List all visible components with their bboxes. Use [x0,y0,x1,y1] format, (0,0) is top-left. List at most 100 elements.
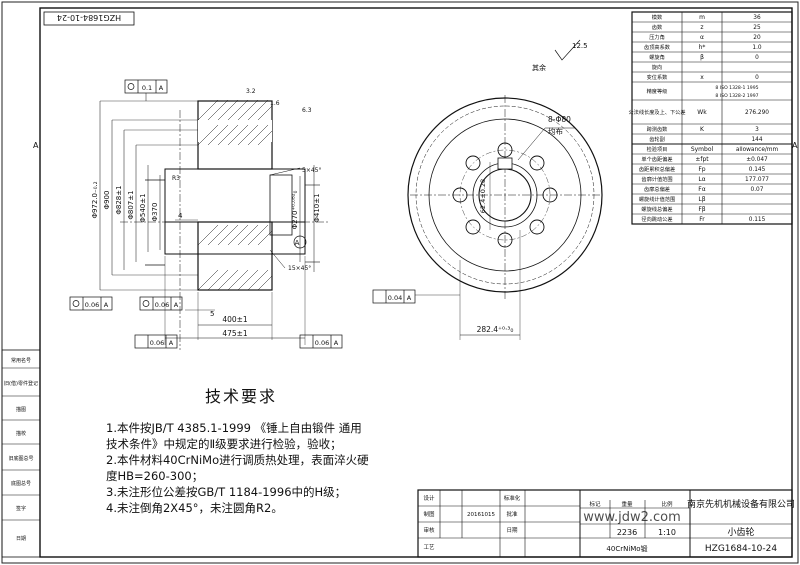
spec-label: 齿顶高系数 [644,43,671,51]
tech-line-2: 技术条件》中规定的Ⅱ级要求进行检验，验收； [106,437,342,451]
title-block [417,489,793,558]
code-box [43,11,135,26]
spec-label: 径向跳动公差 [641,215,672,223]
spec-label: 齿距累积总偏差 [639,165,675,173]
spec-label: 螺旋线计值范围 [639,195,675,203]
tech-line-5: 3.未注形位公差按GB/T 1184-1996中的H级； [106,485,347,499]
dim-972: Φ972.0₋₀.₂ [91,181,99,218]
tb-drawing-no: HZG1684-10-24 [705,544,777,554]
spec-table-border [631,11,793,225]
spec-symbol: α [700,34,704,41]
spec-symbol: β [700,54,704,61]
tb-label-process: 工艺 [423,544,435,551]
tol-mid-datum: A [174,301,179,309]
chamfer-5x45: 5×45° [302,167,321,174]
spec-value: 8 ISO 1328-1 1995 [715,85,758,91]
section-dimensions: Φ972.0₋₀.₂ Φ900 Φ828±1 Φ807±1 Φ540±1 Φ37… [91,88,321,338]
spec-value: 0.115 [749,217,766,223]
spec-symbol: Fα [698,186,705,193]
section-view [99,99,330,350]
tb-top-scale: 比例 [661,500,673,508]
spec-symbol: ±fpt [695,156,709,163]
side-label-6: 签字 [16,505,26,512]
tb-label-review: 审核 [423,526,435,534]
spec-symbol: h* [699,44,706,51]
tol-top: 0.1 [142,84,152,92]
spec-value: 0.07 [751,187,764,193]
spec-value: 36 [753,15,761,21]
radius-r3: R3 [172,175,180,182]
tech-requirements-title: 技术要求 [205,387,278,406]
dim-270: Φ270⁺⁰·⁰⁸²₀ [291,190,299,229]
dim-4: 4 [178,212,183,220]
spec-symbol: Fβ [698,206,705,213]
spec-symbol: Lα [698,176,705,183]
holes-note: 均布 [548,126,563,136]
outer-circle [407,97,603,293]
spec-value: 0.145 [749,167,766,173]
tech-line-4: 度HB=260-300； [106,469,204,483]
roughness-other-label: 其余 [532,63,546,72]
spec-label: 变位系数 [647,73,669,81]
spec-label: 螺旋角 [649,53,665,61]
tech-line-3: 2.本件材料40CrNiMo进行调质热处理，表面淬火硬 [106,453,369,467]
tb-top-mark: 标记 [589,500,601,508]
dim-475: 475±1 [222,329,248,338]
dim-5: 5 [210,310,214,318]
spec-value: allowance/mm [736,147,779,153]
tol-right: 0.06 [315,339,329,347]
side-label-0: 常用名号 [11,357,31,364]
tol-left-datum: A [104,301,109,309]
spec-symbol: z [700,24,703,31]
tb-label-std: 标准化 [504,494,521,502]
dim-900: Φ900 [103,191,111,210]
inner-border [39,7,793,558]
spec-value: 8 ISO 1328-2 1997 [715,93,758,99]
side-label-4: 旧底图总号 [8,455,33,462]
front-view [407,39,603,340]
spec-value: 20 [753,35,761,41]
spec-symbol: Fr [699,216,705,223]
spec-symbol: Symbol [691,146,714,153]
tb-top-weight: 重量 [621,500,633,508]
zone-letter-left: A [33,141,39,150]
holes-label: 8-Φ80 [548,115,571,124]
dim-807: Φ807±1 [127,190,135,219]
tb-date: 20161015 [467,512,495,518]
side-label-7: 日期 [16,536,26,542]
spec-label: 齿廓总偏差 [644,185,670,193]
spec-label: 公法线长度及上、下公差 [628,108,685,116]
rotated-drawing-code: HZG1684-10-24 [57,13,121,22]
chamfer-15x45: 15×45° [288,265,311,272]
spec-symbol: Fp [698,166,705,173]
tol-bottom-datum: A [169,339,174,347]
tolerance-values: 0.1 A 0.06 A 0.06 A 0.06 A 0.06 A 0.04 A [85,84,412,347]
spec-symbol: Lβ [698,196,705,203]
watermark: www.jdw2.com [583,510,681,525]
tb-part-name: 小齿轮 [727,526,754,538]
spec-label: 检验项目 [647,145,668,153]
tb-scale: 1:10 [658,528,676,537]
zone-letter-right: A [792,141,798,150]
spec-label: 模数 [652,13,663,21]
dim-370: Φ370 [151,203,159,222]
side-label-2: 描图 [16,406,26,413]
dim-400: 400±1 [222,315,248,324]
tb-weight: 2236 [617,528,637,537]
spec-label: 齿廓计值范围 [641,175,672,183]
tol-mid: 0.06 [155,301,169,309]
spec-label: 压力角 [649,33,665,41]
tol-bottom: 0.06 [150,339,164,347]
tolerance-frames [69,79,416,349]
tb-label-draw: 制图 [423,510,435,518]
spec-label: 旋向 [652,63,662,71]
spec-value: 25 [753,25,761,31]
tech-requirements: 1.本件按JB/T 4385.1-1999 《锤上自由锻件 通用 技术条件》中规… [106,420,436,516]
spec-value: 3 [755,127,759,133]
tol-right-datum: A [334,339,339,347]
tech-line-6: 4.未注倒角2X45°，未注圆角R2。 [106,501,283,515]
spec-value: 177.077 [745,177,769,183]
